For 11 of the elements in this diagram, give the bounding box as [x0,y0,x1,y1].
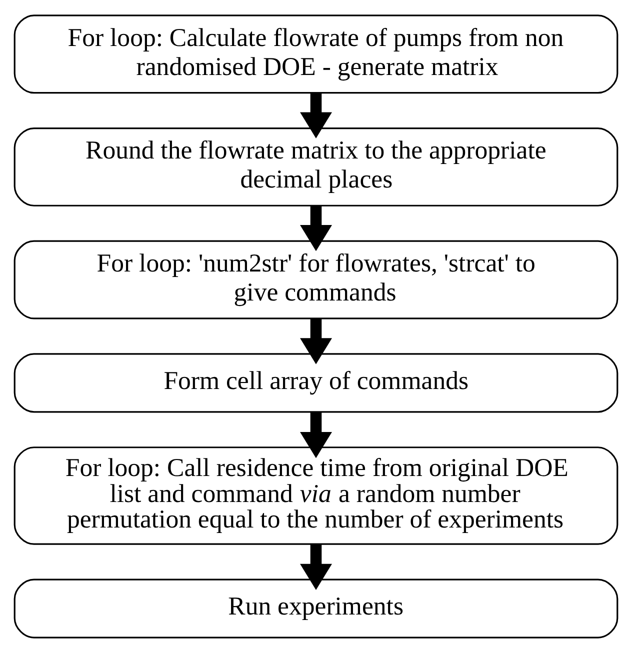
arrow [300,544,332,590]
arrow [300,412,332,458]
node-box: For loop: Call residence time from original DOE list and command via a random number permutation equal to the number of experiments [14,446,618,545]
node-box: For loop: Calculate flowrate of pumps from non randomised DOE - generate matrix [14,14,618,94]
node-box: Run experiments [14,578,618,638]
arrow [300,92,332,138]
node-box: Form cell array of commands [14,353,618,413]
arrow [300,206,332,252]
node-box: Round the flowrate matrix to the appropriate decimal places [14,127,618,206]
node-box: For loop: 'num2str' for flowrates, 'strcat' to give commands [14,240,618,320]
arrow [300,318,332,364]
